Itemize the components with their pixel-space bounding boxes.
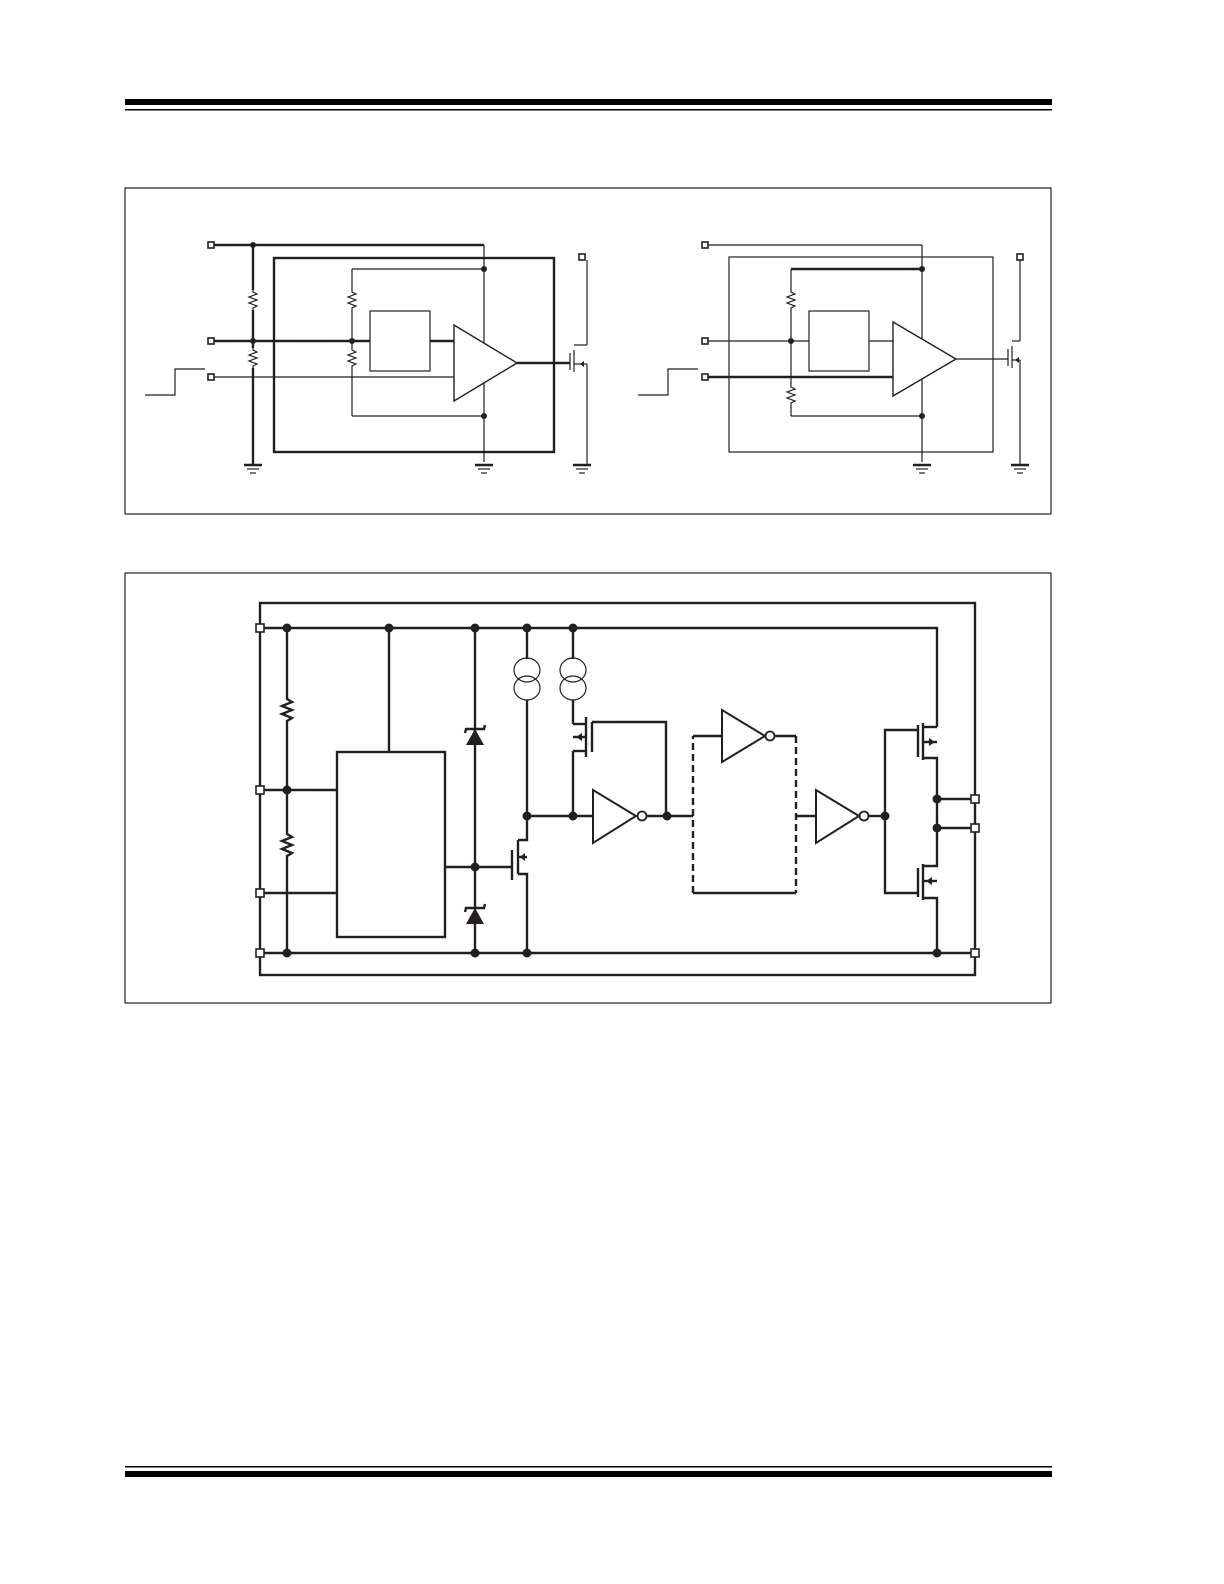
footer-rule [125,1466,1052,1477]
zener-diode-icon [463,903,487,924]
comparator-symbol [892,320,958,398]
figure-1-comparator-schematics [124,187,1052,515]
right-comparator-circuit [638,241,1031,475]
inverter-icon [592,788,638,845]
current-source-icon [559,657,587,683]
header-rule [125,99,1052,111]
latch-block [691,708,798,895]
zener-diode-icon [463,724,487,745]
inverter-icon [721,708,767,764]
comparator-symbol [453,323,519,403]
current-source-icon [513,657,541,683]
pin-terminals [255,623,980,958]
control-block [335,750,447,939]
inverter-icon [815,788,861,845]
figure-2-block-diagram [124,572,1052,1004]
left-comparator-circuit [145,241,593,475]
